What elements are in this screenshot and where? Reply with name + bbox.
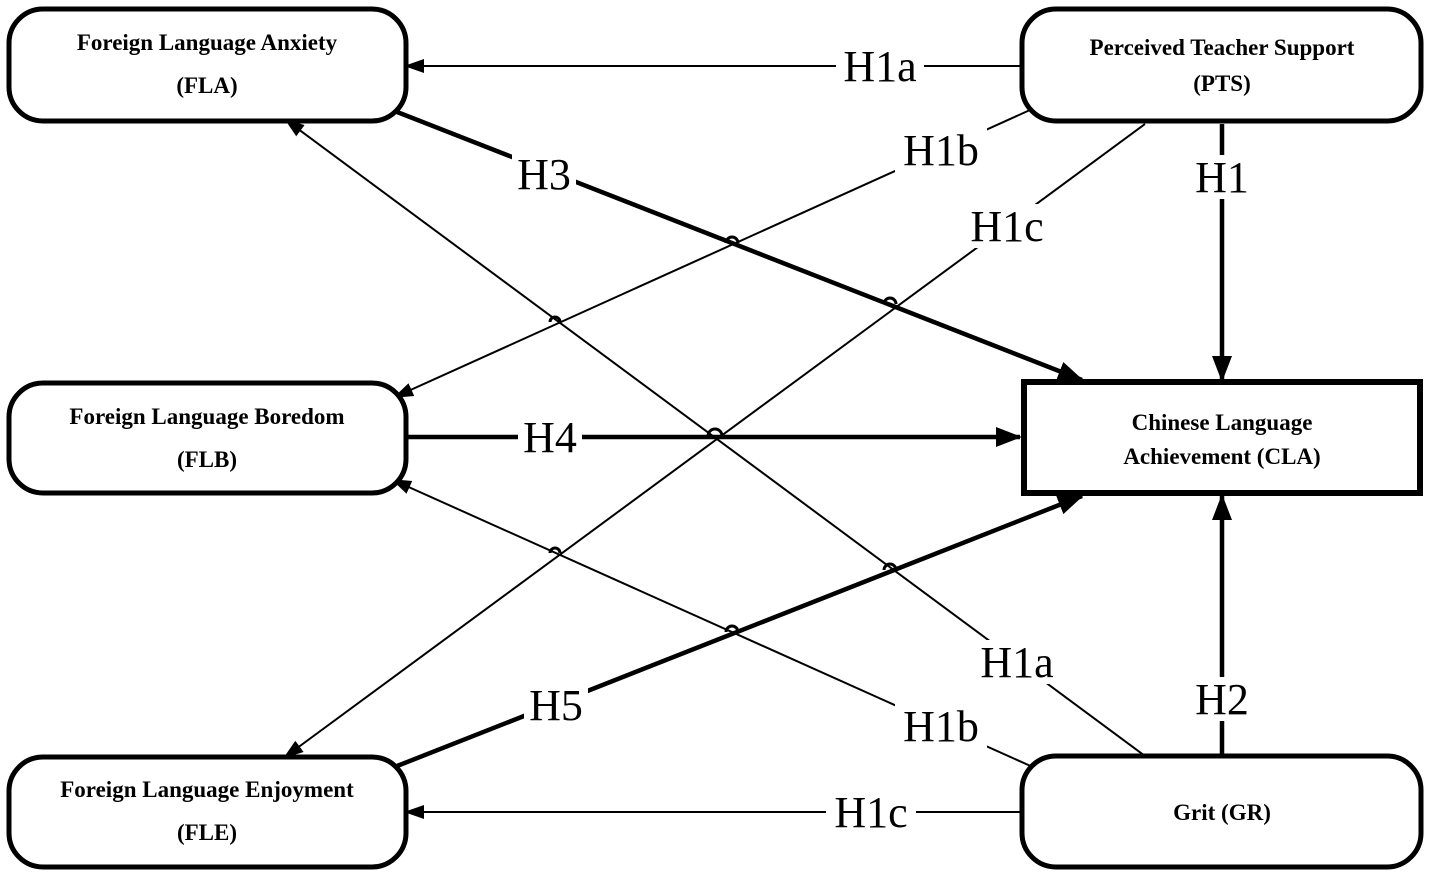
edge-label-gr-fle: H1c bbox=[826, 788, 916, 837]
edge-label-fla-cla: H3 bbox=[512, 150, 576, 199]
edge-label-pts-cla: H1 bbox=[1190, 153, 1254, 202]
node-gr-name: Grit (GR) bbox=[1173, 800, 1271, 825]
edge-label-text: H3 bbox=[517, 150, 571, 199]
node-fla-name: Foreign Language Anxiety bbox=[77, 30, 338, 55]
edge-label-pts-flb: H1b bbox=[895, 126, 987, 175]
node-flb-abbr: (FLB) bbox=[177, 447, 237, 472]
edge-label-text: H1b bbox=[903, 126, 979, 175]
node-flb: Foreign Language Boredom (FLB) bbox=[6, 380, 409, 496]
line-crossing-hops bbox=[548, 235, 898, 633]
node-flb-name: Foreign Language Boredom bbox=[69, 404, 344, 429]
node-cla-name: Chinese Language bbox=[1132, 410, 1313, 435]
edge-label-gr-flb: H1b bbox=[895, 702, 987, 751]
edge-label-pts-fla: H1a bbox=[836, 42, 924, 91]
edge-label-text: H1b bbox=[903, 702, 979, 751]
edge-label-gr-cla: H2 bbox=[1190, 675, 1254, 724]
node-cla: Chinese Language Achievement (CLA) bbox=[1021, 379, 1423, 496]
edge-label-text: H4 bbox=[523, 413, 577, 462]
edge-label-fle-cla: H5 bbox=[524, 681, 588, 730]
node-pts-name: Perceived Teacher Support bbox=[1090, 35, 1355, 60]
node-fla: Foreign Language Anxiety (FLA) bbox=[6, 6, 409, 124]
edge-label-text: H1c bbox=[834, 788, 907, 837]
node-gr: Grit (GR) bbox=[1019, 753, 1424, 870]
node-pts: Perceived Teacher Support (PTS) bbox=[1019, 6, 1424, 124]
edge-label-text: H1c bbox=[970, 202, 1043, 251]
edge-label-text: H1a bbox=[980, 638, 1053, 687]
edge-label-gr-fla: H1a bbox=[972, 638, 1062, 687]
edge-fla-cla bbox=[391, 107, 1084, 383]
node-fle-name: Foreign Language Enjoyment bbox=[60, 777, 354, 802]
edge-label-text: H1a bbox=[843, 42, 916, 91]
edge-label-flb-cla: H4 bbox=[518, 413, 582, 462]
node-fla-abbr: (FLA) bbox=[176, 73, 237, 98]
edge-label-pts-fle: H1c bbox=[962, 202, 1052, 251]
edge-label-text: H1 bbox=[1195, 153, 1249, 202]
node-fle-abbr: (FLE) bbox=[177, 820, 237, 845]
node-pts-abbr: (PTS) bbox=[1193, 71, 1251, 96]
node-fle: Foreign Language Enjoyment (FLE) bbox=[6, 754, 409, 870]
edge-label-text: H2 bbox=[1195, 675, 1249, 724]
edge-label-text: H5 bbox=[529, 681, 583, 730]
node-cla-abbr: Achievement (CLA) bbox=[1123, 444, 1320, 469]
